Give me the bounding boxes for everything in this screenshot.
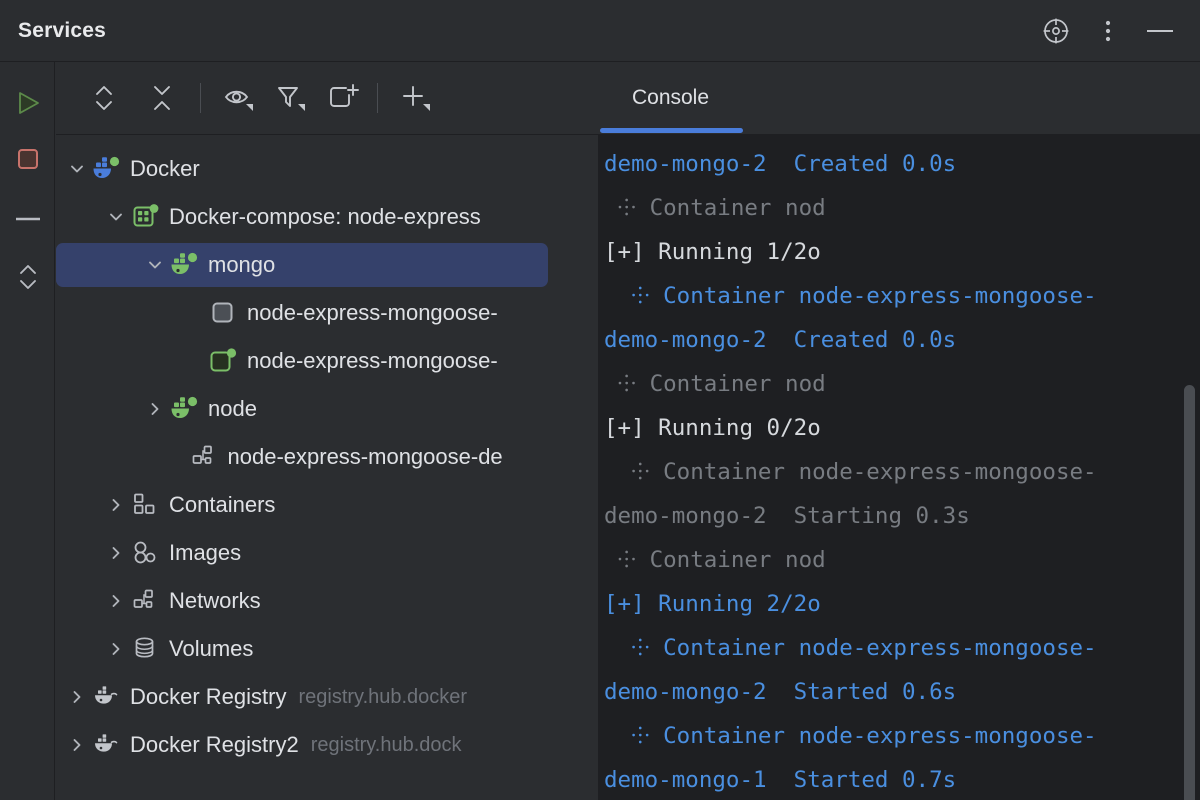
run-button[interactable] bbox=[0, 77, 55, 129]
tree-item-sublabel: registry.hub.dock bbox=[310, 733, 462, 756]
console-line: [+] Running 0/2o bbox=[604, 415, 821, 441]
tree-expander[interactable] bbox=[62, 721, 92, 769]
console-line: demo-mongo-2 Starting 0.3s bbox=[604, 503, 970, 529]
volumes-icon bbox=[131, 634, 161, 664]
tree-item-label: node-express-mongoose- bbox=[247, 348, 498, 373]
tree-expander[interactable] bbox=[140, 241, 170, 289]
title-bar: Services bbox=[0, 0, 1200, 62]
tree-expander-placeholder bbox=[160, 433, 190, 481]
tree-expander[interactable] bbox=[62, 145, 92, 193]
expand-all-button[interactable] bbox=[82, 76, 126, 120]
tree-item-docker-compose[interactable]: Docker-compose: node-express bbox=[56, 193, 598, 241]
tree-item-label: Containers bbox=[169, 492, 276, 517]
tree-expander[interactable] bbox=[101, 529, 131, 577]
tree-toolbar bbox=[56, 62, 598, 135]
console-line: [+] Running 1/2o bbox=[604, 239, 821, 265]
tree-item-label: Docker Registry2 bbox=[130, 732, 299, 757]
tree-expander-placeholder bbox=[179, 289, 209, 337]
console-panel: Console demo-mongo-2 Created 0.0s ⸭ Cont… bbox=[598, 62, 1200, 800]
run-actions-rail bbox=[0, 62, 55, 800]
docker-registry-icon bbox=[92, 730, 122, 760]
console-line: ⸭ Container nod bbox=[604, 195, 826, 221]
stop-button[interactable] bbox=[0, 133, 55, 185]
more-options-icon[interactable] bbox=[1082, 5, 1134, 57]
console-tab-bar: Console bbox=[598, 62, 1200, 134]
console-line: demo-mongo-2 Started 0.6s bbox=[604, 679, 957, 705]
containers-icon bbox=[131, 490, 161, 520]
tree-expander[interactable] bbox=[101, 481, 131, 529]
tree-item-container-stopped[interactable]: node-express-mongoose- bbox=[56, 289, 598, 337]
tree-item-containers[interactable]: Containers bbox=[56, 481, 598, 529]
tree-item-label: Docker Registry bbox=[130, 684, 287, 709]
tree-expander[interactable] bbox=[101, 625, 131, 673]
services-tree-panel: Docker Docker-compose: node-express mong… bbox=[56, 62, 598, 800]
docker-whale-blue-icon bbox=[92, 154, 122, 184]
minus-icon[interactable] bbox=[0, 193, 55, 245]
tree-item-label: Networks bbox=[169, 588, 261, 613]
console-line: demo-mongo-1 Started 0.7s bbox=[604, 767, 957, 793]
docker-whale-green-icon bbox=[170, 250, 200, 280]
collapse-all-button[interactable] bbox=[140, 76, 184, 120]
console-scrollbar[interactable] bbox=[1184, 385, 1195, 800]
docker-registry-icon bbox=[92, 682, 122, 712]
console-line: ⸭ Container node-express-mongoose- bbox=[604, 283, 1097, 309]
tree-item-label: node-express-mongoose- bbox=[247, 300, 498, 325]
tree-item-label: Docker bbox=[130, 156, 200, 181]
tree-item-networks[interactable]: Networks bbox=[56, 577, 598, 625]
console-output[interactable]: demo-mongo-2 Created 0.0s ⸭ Container no… bbox=[598, 134, 1200, 800]
tree-item-sublabel: registry.hub.docker bbox=[298, 685, 468, 708]
console-line: ⸭ Container node-express-mongoose- bbox=[604, 723, 1097, 749]
tree-item-docker-registry[interactable]: Docker Registry registry.hub.docker bbox=[56, 673, 598, 721]
tree-item-label: Images bbox=[169, 540, 242, 565]
tree-item-node[interactable]: node bbox=[56, 385, 598, 433]
console-line: ⸭ Container node-express-mongoose- bbox=[604, 459, 1097, 485]
expand-collapse-button[interactable] bbox=[0, 251, 55, 303]
view-options-button[interactable] bbox=[217, 76, 261, 120]
console-line: [+] Running 2/2o bbox=[604, 591, 821, 617]
tree-expander[interactable] bbox=[101, 577, 131, 625]
tree-expander[interactable] bbox=[140, 385, 170, 433]
network-icon bbox=[131, 586, 161, 616]
tab-active-underline bbox=[600, 128, 743, 133]
settings-target-icon[interactable] bbox=[1030, 5, 1082, 57]
tree-expander[interactable] bbox=[101, 193, 131, 241]
minimize-icon[interactable] bbox=[1134, 5, 1186, 57]
title-bar-actions bbox=[1030, 0, 1186, 61]
toolbar-divider-1 bbox=[200, 83, 201, 113]
toolbar-divider-2 bbox=[377, 83, 378, 113]
add-service-button[interactable] bbox=[394, 76, 438, 120]
filter-button[interactable] bbox=[269, 76, 313, 120]
container-running-icon bbox=[209, 346, 239, 376]
tree-item-docker-registry2[interactable]: Docker Registry2 registry.hub.dock bbox=[56, 721, 598, 769]
tab-console[interactable]: Console bbox=[631, 86, 710, 109]
page-title: Services bbox=[18, 19, 107, 42]
tree-item-label: node-express-mongoose-de bbox=[227, 444, 503, 469]
docker-whale-green-icon bbox=[170, 394, 200, 424]
console-line: demo-mongo-2 Created 0.0s bbox=[604, 327, 957, 353]
tree-item-docker[interactable]: Docker bbox=[56, 145, 598, 193]
tree-item-mongo[interactable]: mongo bbox=[56, 241, 598, 289]
tree-expander[interactable] bbox=[62, 673, 92, 721]
services-tree: Docker Docker-compose: node-express mong… bbox=[56, 135, 598, 769]
selection-highlight bbox=[56, 243, 548, 287]
tree-item-label: Volumes bbox=[169, 636, 254, 661]
console-line: ⸭ Container node-express-mongoose- bbox=[604, 635, 1097, 661]
tree-item-label: node bbox=[208, 396, 257, 421]
tree-item-container-running[interactable]: node-express-mongoose- bbox=[56, 337, 598, 385]
console-line: ⸭ Container nod bbox=[604, 371, 826, 397]
compose-green-icon bbox=[131, 202, 161, 232]
tree-item-volumes[interactable]: Volumes bbox=[56, 625, 598, 673]
images-icon bbox=[131, 538, 161, 568]
tree-item-label: Docker-compose: node-express bbox=[169, 204, 481, 229]
tree-item-label: mongo bbox=[208, 252, 276, 277]
tree-expander-placeholder bbox=[179, 337, 209, 385]
add-frame-icon[interactable] bbox=[321, 76, 365, 120]
tree-item-images[interactable]: Images bbox=[56, 529, 598, 577]
container-stopped-icon bbox=[209, 298, 239, 328]
tree-item-network-demo[interactable]: node-express-mongoose-de bbox=[56, 433, 598, 481]
console-line: demo-mongo-2 Created 0.0s bbox=[604, 151, 957, 177]
console-line: ⸭ Container nod bbox=[604, 547, 826, 573]
network-icon bbox=[190, 442, 220, 472]
